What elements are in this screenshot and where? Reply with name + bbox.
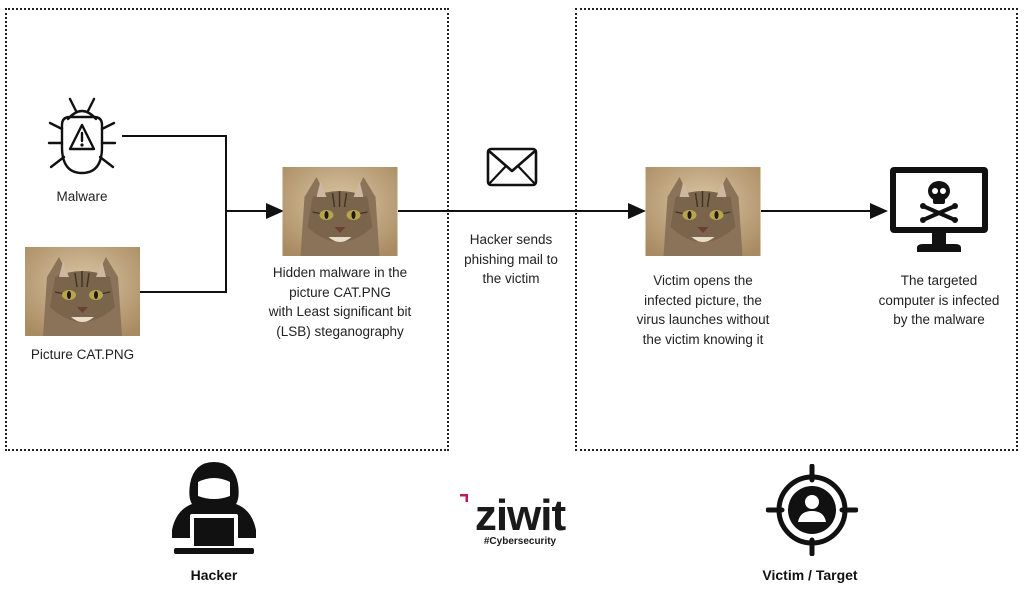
victim-opens-label: Victim opens the infected picture, the v… — [636, 273, 770, 347]
hacker-laptop-icon — [172, 462, 256, 554]
logo-wordmark: ziwit — [475, 491, 567, 540]
malware-label: Malware — [56, 189, 108, 204]
victim-label: Victim / Target — [762, 567, 858, 583]
envelope-icon — [486, 147, 538, 187]
hacker-panel — [5, 8, 449, 451]
malware-connector — [122, 135, 227, 211]
phishing-label: Hacker sends phishing mail to the victim — [464, 232, 558, 286]
infected-cat-picture — [282, 167, 398, 256]
picture-connector — [140, 211, 227, 293]
infected-computer-label: The targeted computer is infected by the… — [878, 273, 1000, 327]
victim-panel — [575, 8, 1018, 451]
bug-warning-icon — [47, 97, 117, 175]
hacker-label: Hacker — [190, 567, 238, 583]
cat-picture — [25, 247, 140, 336]
victim-cat-picture — [645, 167, 761, 256]
skull-monitor-icon — [890, 167, 988, 252]
target-person-icon — [766, 464, 858, 556]
hidden-malware-label: Hidden malware in the picture CAT.PNG wi… — [268, 265, 412, 339]
logo-tagline: #Cybersecurity — [484, 536, 557, 547]
picture-label: Picture CAT.PNG — [30, 347, 135, 362]
ziwit-logo: ziwit #Cybersecurity — [450, 490, 590, 550]
